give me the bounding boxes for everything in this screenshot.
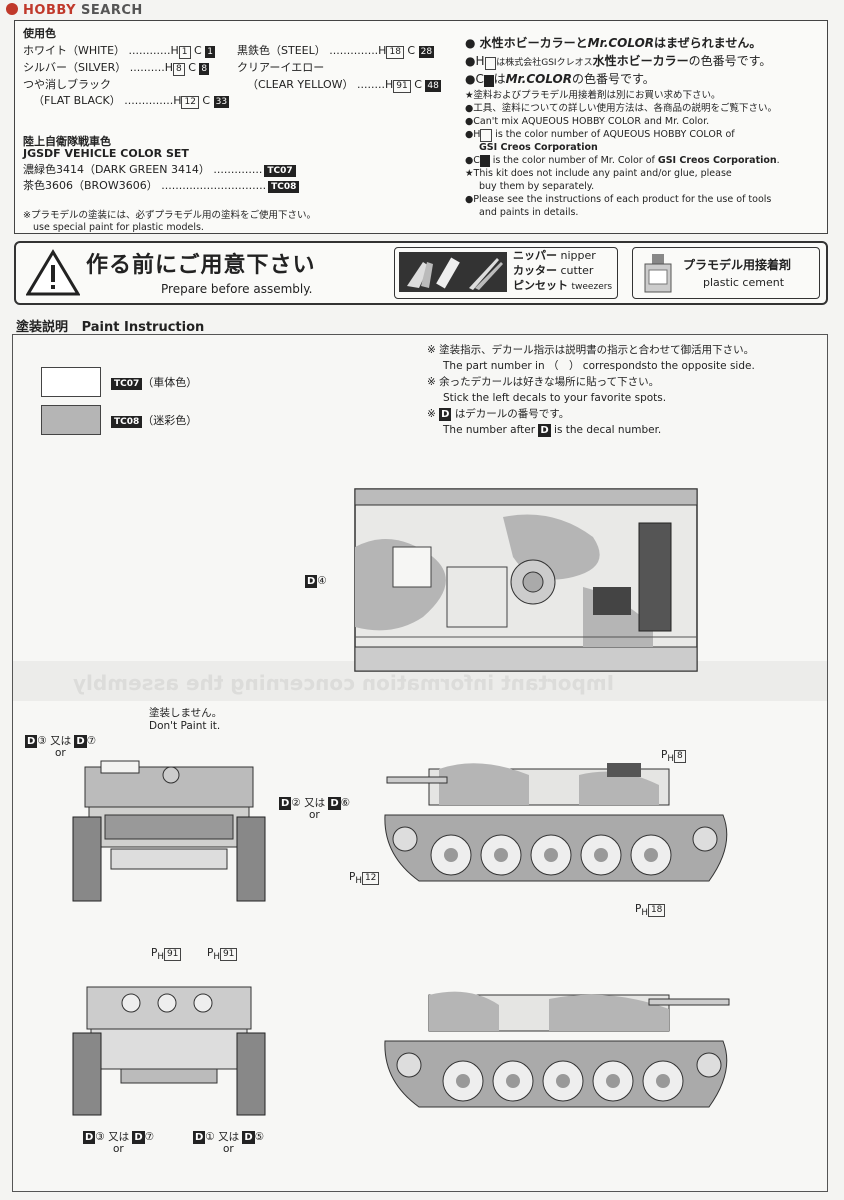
jgsdf-dark-green: 濃緑色3414（DARK GREEN 3414） ..............T… [23,162,296,178]
note-s4b: GSI Creos Corporation [479,142,598,153]
prepare-banner: 作る前にご用意下さい Prepare before assembly. ニッパー… [14,241,828,305]
tool-nipper: ニッパー nipper [513,249,596,262]
note-s5: ●C is the color number of Mr. Color of G… [465,155,780,167]
road-wheels-2 [396,1052,722,1102]
paint-note-3: ※ 余ったデカールは好きな場所に貼って下さい。 [427,376,660,388]
paint-note-5: ※ D はデカールの番号です。 [427,408,570,421]
or-rear-right: or [223,1143,234,1155]
paint-note-2: The part number in （ ） correspondsto the… [443,360,755,372]
prepare-title-en: Prepare before assembly. [161,282,313,296]
cement-label-jp: プラモデル用接着剤 [683,258,792,272]
cement-bottle-icon [644,254,672,293]
note-s2: ●工具、塗料についての詳しい使用方法は、各商品の説明をご覧下さい。 [465,103,778,114]
plastic-paint-note-en: use special paint for plastic models. [33,222,204,233]
jgsdf-title-en: JGSDF VEHICLE COLOR SET [23,147,189,160]
legend-swatch-tc07 [41,367,101,397]
logo-mark-icon [6,3,18,15]
color-row-flat-black: つや消しブラック [23,78,111,91]
dont-paint-en: Don't Paint it. [149,720,221,732]
side-view-drawing-2 [384,991,730,1108]
tool-tweezers: ピンセット tweezers [513,279,613,292]
rear-view-drawing [72,986,266,1116]
cannot-mix-note: ● 水性ホビーカラーとMr.COLORはまぜられません。 [465,36,762,50]
note-s6: ★This kit does not include any paint and… [465,168,732,179]
note-s4: ●H is the color number of AQUEOUS HOBBY … [465,129,735,142]
legend-label-tc08: TC08（迷彩色） [109,413,197,429]
paint-note-4: Stick the left decals to your favorite s… [443,392,667,404]
note-s7: buy them by separately. [479,181,595,192]
tools-image [399,252,507,292]
paint-note-6: The number after D is the decal number. [443,424,662,437]
or-rear-left: or [113,1143,124,1155]
prepare-title-jp: 作る前にご用意下さい [86,253,316,278]
legend-swatch-tc08 [41,405,101,435]
paint-title: 塗装説明 Paint Instruction [16,320,205,335]
dont-paint-jp: 塗装しません。 [149,707,223,719]
road-wheels [392,826,718,876]
tool-cutter: カッター cutter [513,264,594,277]
plastic-paint-note: ※プラモデルの塗装には、必ずプラモデル用の塗料をご使用下さい。 [23,210,316,221]
tools-box: ニッパー nipper カッター cutter ピンセット tweezers [394,247,618,299]
jgsdf-title-jp: 陸上自衛隊戦車色 [23,135,111,148]
side-view-drawing-1 [384,763,728,882]
note-s1: ★塗料およびプラモデル用接着剤は別にお買い求め下さい。 [465,90,721,101]
or-front-left: or [55,747,66,759]
note-s3: ●Can't mix AQUEOUS HOBBY COLOR and Mr. C… [465,116,710,127]
nipper-icon [407,257,503,290]
note-s9: and paints in details. [479,207,579,218]
legend-label-tc07: TC07（車体色） [109,375,197,391]
or-front-right: or [309,809,320,821]
jgsdf-brown: 茶色3606（BROW3606） .......................… [23,178,300,194]
bleed-through-text: Important information concerning the ass… [73,671,615,695]
hobby-search-logo: HOBBY SEARCH [6,3,143,18]
warning-triangle-icon [26,249,80,296]
front-view-drawing [72,760,266,902]
paint-note-1: ※ 塗装指示、デカール指示は説明書の指示と合わせて御活用下さい。 [427,344,755,356]
h-number-note: ●H は株式会社GSIクレオス水性ホビーカラーの色番号です。 [465,54,772,70]
c-number-note: ●C はMr.COLORの色番号です。 [465,72,655,87]
cement-label-en: plastic cement [703,276,785,289]
top-view-drawing [354,488,698,672]
cement-box: プラモデル用接着剤 plastic cement [632,247,820,299]
colors-title: 使用色 [23,27,56,40]
paint-panel: Important information concerning the ass… [12,334,828,1192]
note-s8: ●Please see the instructions of each pro… [465,194,772,205]
color-row-clear-yellow: クリアーイエロー [237,61,325,74]
